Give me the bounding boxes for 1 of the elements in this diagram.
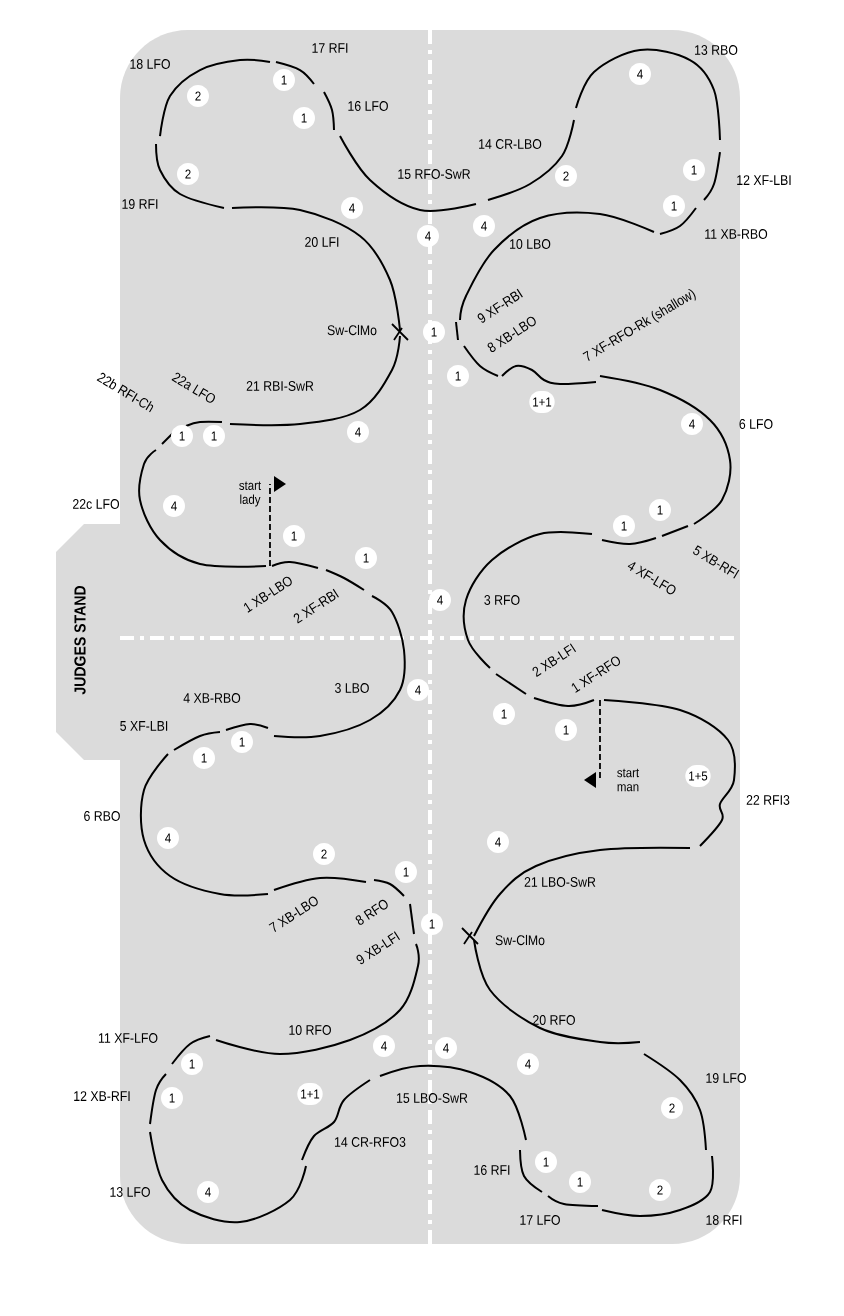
judges-stand-tab: JUDGES STAND — [56, 524, 120, 760]
